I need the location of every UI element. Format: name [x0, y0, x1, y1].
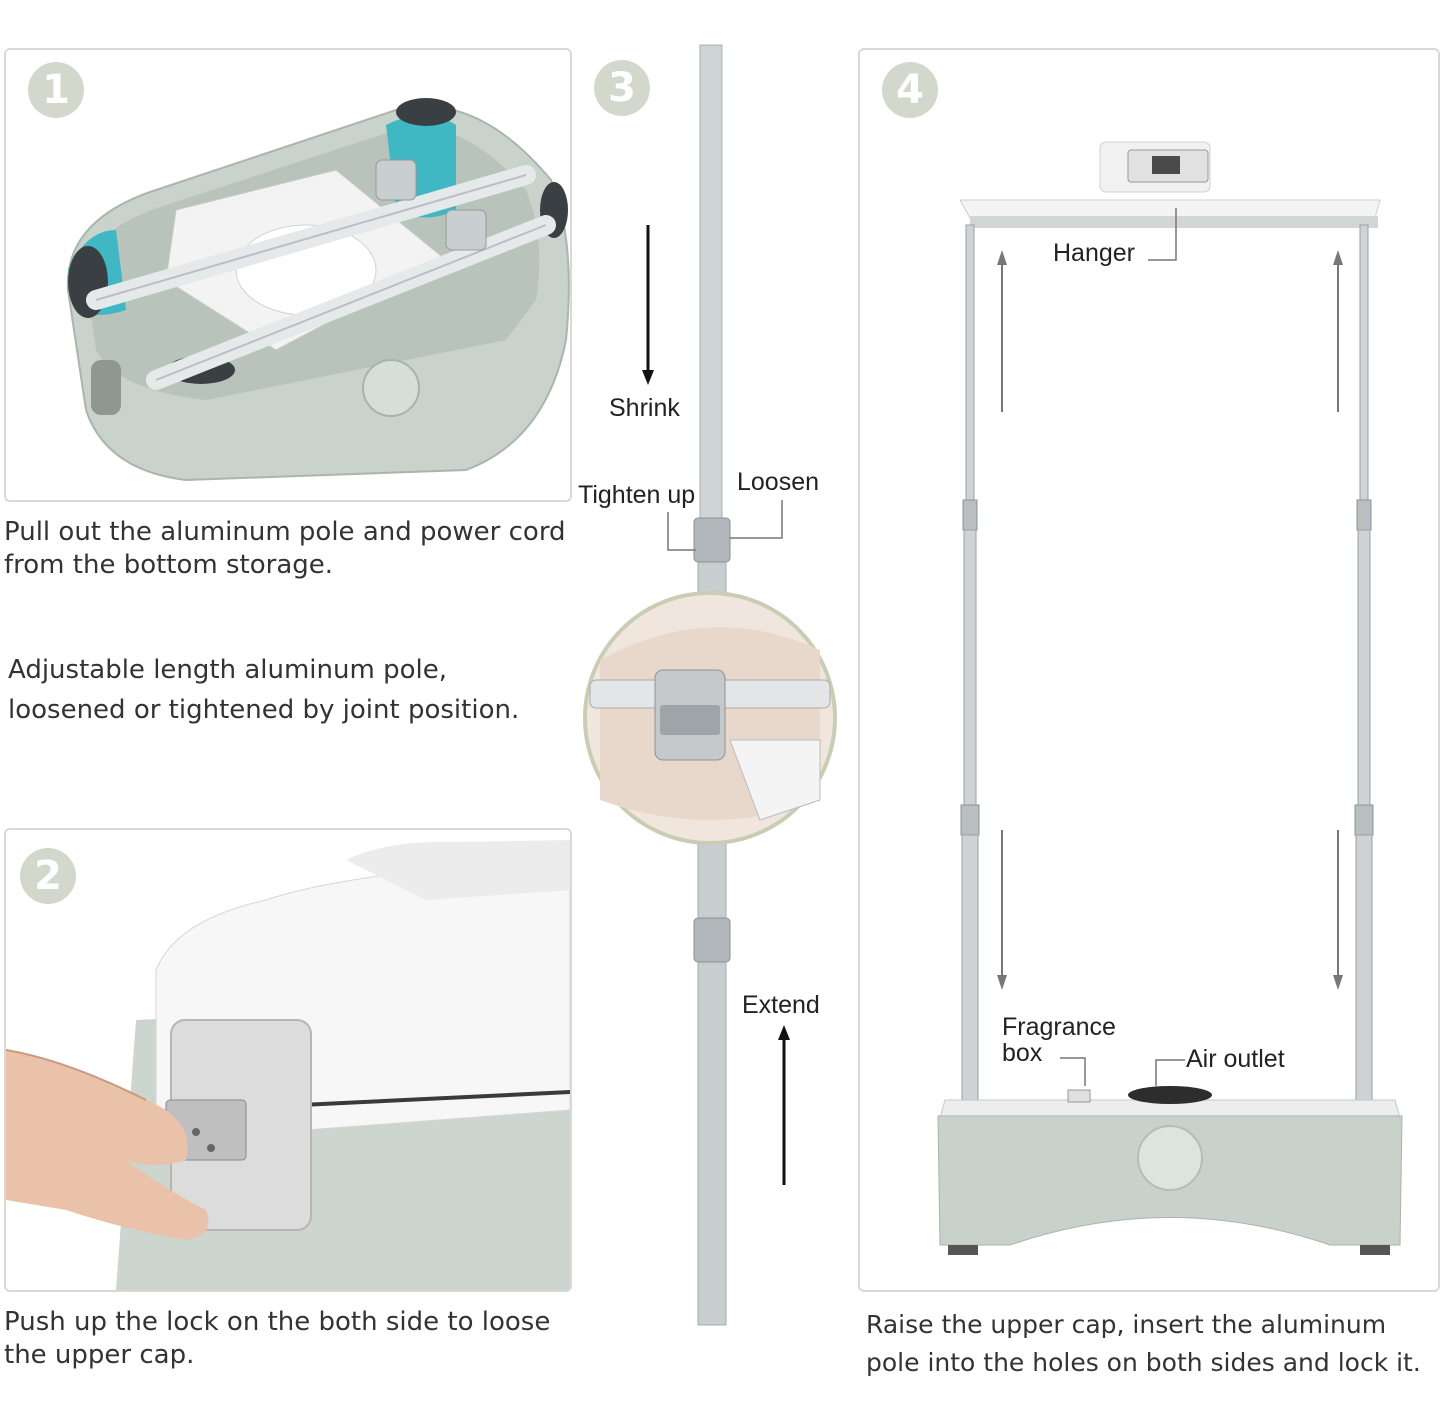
- telescopic-pole-illustration: [583, 44, 837, 1326]
- storage-base-illustration: [66, 98, 570, 482]
- lock-release-illustration: [6, 840, 570, 1290]
- hanger-label: Hanger: [1053, 239, 1135, 267]
- step-3-badge: 3: [594, 60, 650, 116]
- air-outlet-label: Air outlet: [1186, 1045, 1285, 1073]
- loosen-label: Loosen: [737, 468, 820, 496]
- step-2-caption: Push up the lock on the both side to loo…: [4, 1306, 550, 1372]
- step-1-badge: 1: [28, 62, 84, 118]
- shrink-label: Shrink: [609, 394, 680, 422]
- step-1-caption-line-2: from the bottom storage.: [4, 550, 334, 580]
- step-1-panel: 1: [4, 48, 572, 502]
- step-2-panel: 2: [4, 828, 572, 1292]
- step-4-caption: Raise the upper cap, insert the aluminum…: [866, 1306, 1421, 1382]
- step-2-caption-line-1: Push up the lock on the both side to loo…: [4, 1307, 551, 1337]
- step-4-caption-line-2: pole into the holes on both sides and lo…: [866, 1348, 1421, 1377]
- pole-adjust-note-line-2: loosened or tightened by joint position.: [8, 695, 520, 725]
- extend-label: Extend: [742, 991, 820, 1019]
- assembled-dryer-illustration: [937, 141, 1403, 1255]
- step-4-panel: 4: [858, 48, 1440, 1292]
- tighten-up-label: Tighten up: [578, 481, 696, 509]
- fragrance-box-label-line-2: box: [1002, 1039, 1043, 1067]
- step-2-badge: 2: [20, 848, 76, 904]
- fragrance-box-label: Fragrance box: [1002, 1014, 1116, 1066]
- step-1-caption-line-1: Pull out the aluminum pole and power cor…: [4, 517, 566, 547]
- fragrance-box-label-line-1: Fragrance: [1002, 1013, 1116, 1041]
- step-4-badge: 4: [882, 62, 938, 118]
- pole-adjust-note-line-1: Adjustable length aluminum pole,: [8, 655, 447, 685]
- step-1-caption: Pull out the aluminum pole and power cor…: [4, 516, 566, 582]
- pole-adjust-note: Adjustable length aluminum pole, loosene…: [8, 650, 519, 730]
- step-4-caption-line-1: Raise the upper cap, insert the aluminum: [866, 1310, 1387, 1339]
- step-2-caption-line-2: the upper cap.: [4, 1340, 195, 1370]
